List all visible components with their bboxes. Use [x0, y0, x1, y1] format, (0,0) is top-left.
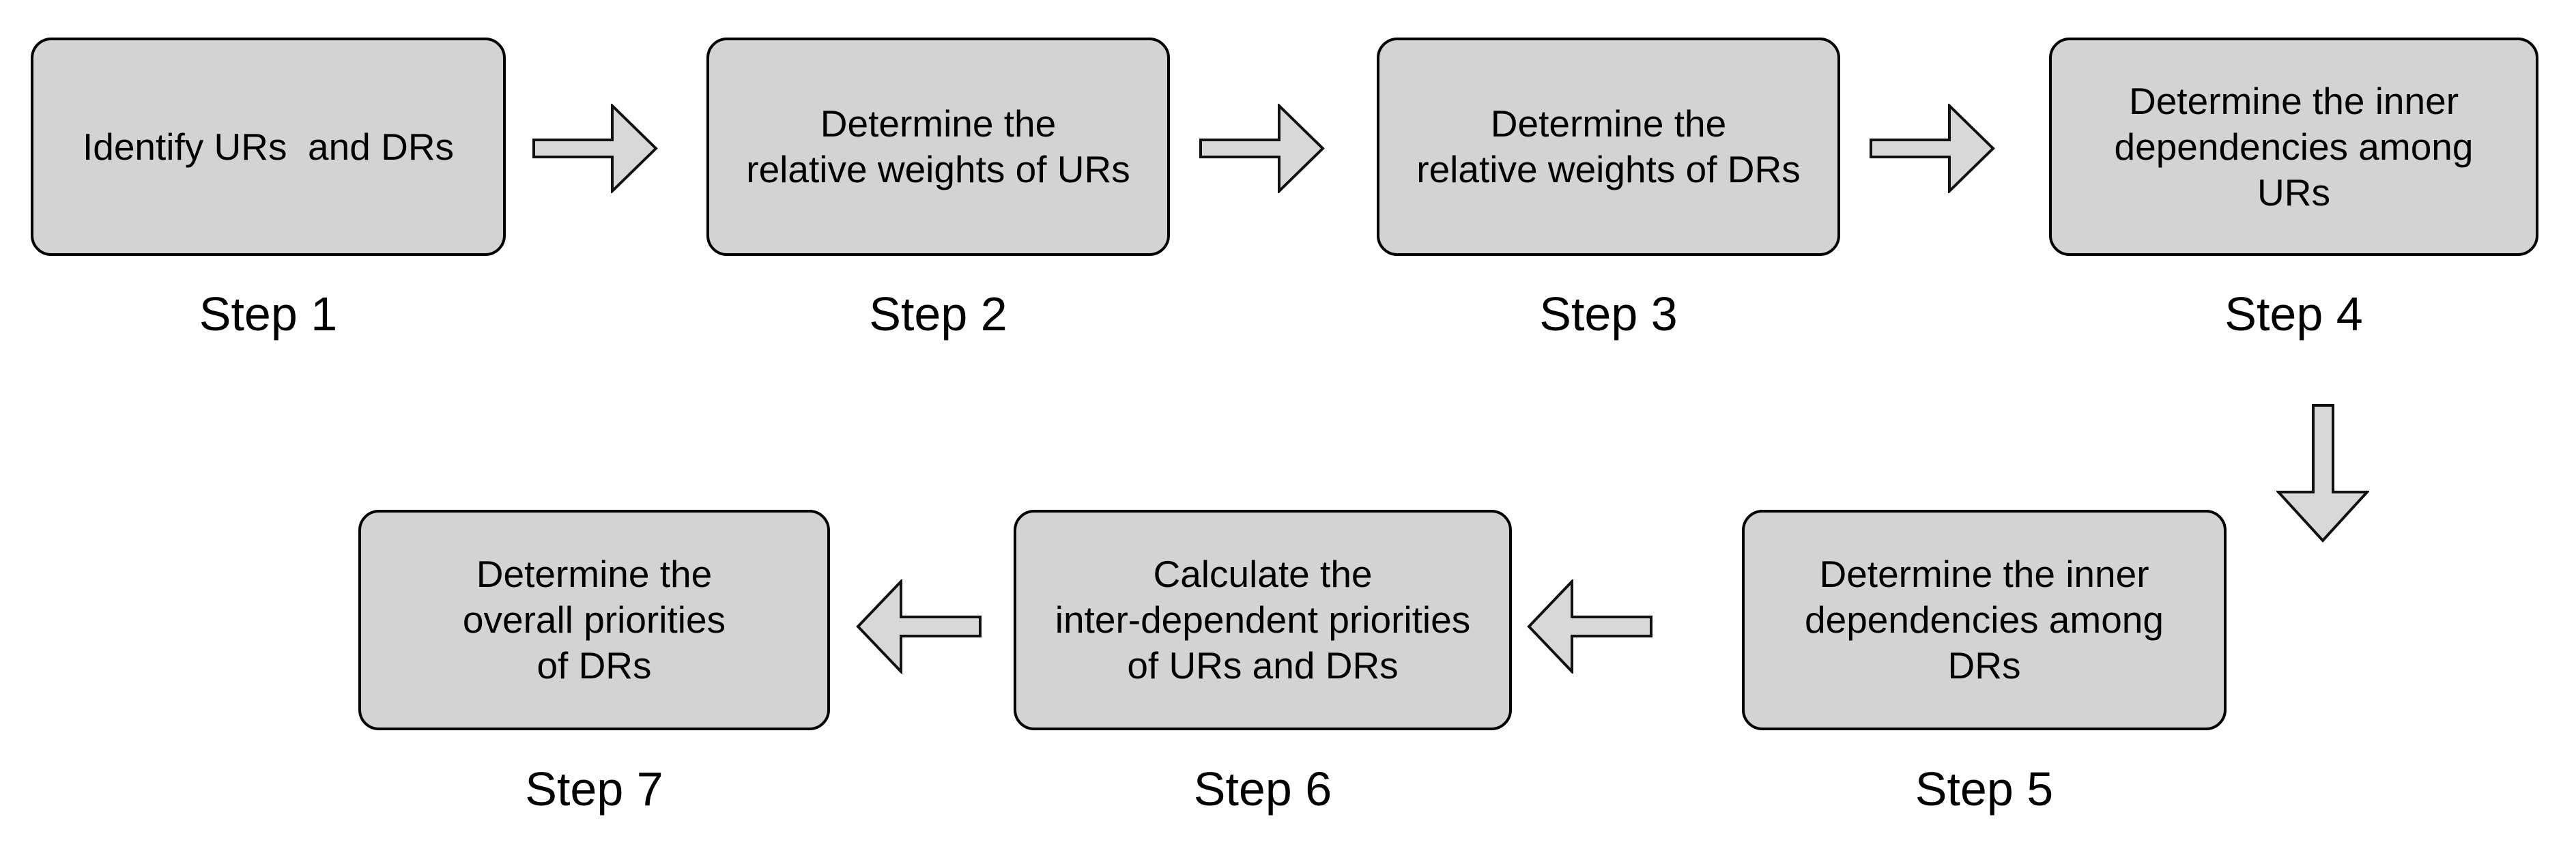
left-arrow-icon	[856, 579, 982, 674]
step-5-box-text: Determine the inner dependencies among D…	[1805, 553, 2164, 687]
step-3-caption: Step 3	[1539, 287, 1678, 341]
right-arrow-icon	[1870, 104, 1995, 193]
right-arrow-icon	[532, 104, 658, 193]
arrow-step5-to-step6	[1526, 579, 1652, 674]
step-6-box-text: Calculate the inter-dependent priorities…	[1055, 553, 1471, 687]
step-3-box: Determine the relative weights of DRs	[1377, 38, 1840, 256]
step-6-caption: Step 6	[1193, 762, 1332, 816]
step-6-box: Calculate the inter-dependent priorities…	[1014, 510, 1512, 730]
step-4-box: Determine the inner dependencies among U…	[2049, 38, 2538, 256]
step-4-caption: Step 4	[2224, 287, 2363, 341]
arrow-step2-to-step3	[1199, 104, 1325, 193]
step-2-caption: Step 2	[869, 287, 1007, 341]
step-7-box-text: Determine the overall priorities of DRs	[462, 553, 726, 687]
right-arrow-icon	[1199, 104, 1325, 193]
step-2-box-text: Determine the relative weights of URs	[746, 102, 1130, 190]
step-4-box-text: Determine the inner dependencies among U…	[2114, 79, 2474, 214]
step-7-box: Determine the overall priorities of DRs	[358, 510, 830, 730]
step-5-box: Determine the inner dependencies among D…	[1742, 510, 2227, 730]
arrow-step6-to-step7	[855, 579, 982, 674]
down-arrow-icon	[2276, 404, 2369, 543]
arrow-step4-to-step5	[2276, 404, 2369, 543]
step-1-box: Identify URs and DRs	[31, 38, 506, 256]
left-arrow-icon	[1527, 579, 1652, 674]
step-3-box-text: Determine the relative weights of DRs	[1416, 102, 1801, 190]
step-7-caption: Step 7	[525, 762, 663, 816]
step-1-caption: Step 1	[199, 287, 338, 341]
arrow-step1-to-step2	[532, 104, 658, 193]
step-2-box: Determine the relative weights of URs	[706, 38, 1170, 256]
step-1-box-text: Identify URs and DRs	[82, 125, 455, 168]
arrow-step3-to-step4	[1870, 104, 1995, 193]
step-5-caption: Step 5	[1915, 762, 2054, 816]
